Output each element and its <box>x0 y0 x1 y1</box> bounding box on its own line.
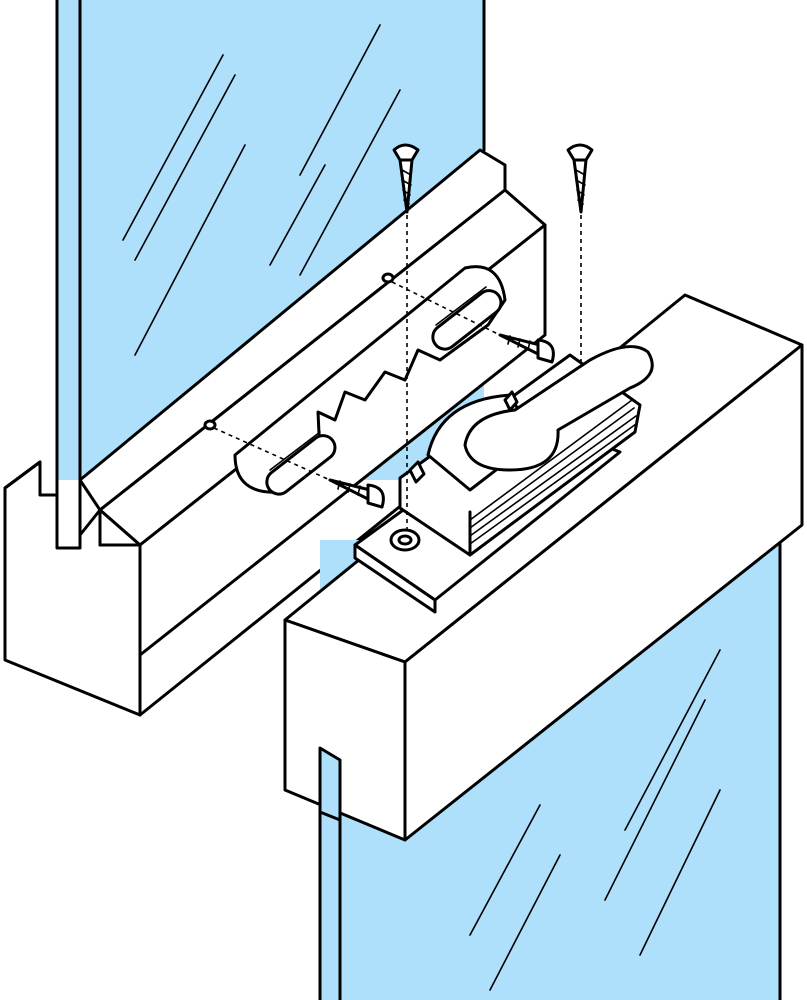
sash-lock <box>353 345 654 614</box>
lower-glass-reflections <box>469 649 721 991</box>
keeper <box>233 265 507 496</box>
screw-horizontal-lower <box>213 427 385 509</box>
upper-glass-reflections <box>122 24 401 356</box>
lock-ribs <box>469 399 637 545</box>
screw-horizontal-upper <box>391 281 555 364</box>
screw-vertical-right <box>566 143 594 365</box>
screw-vertical-left <box>392 143 420 530</box>
